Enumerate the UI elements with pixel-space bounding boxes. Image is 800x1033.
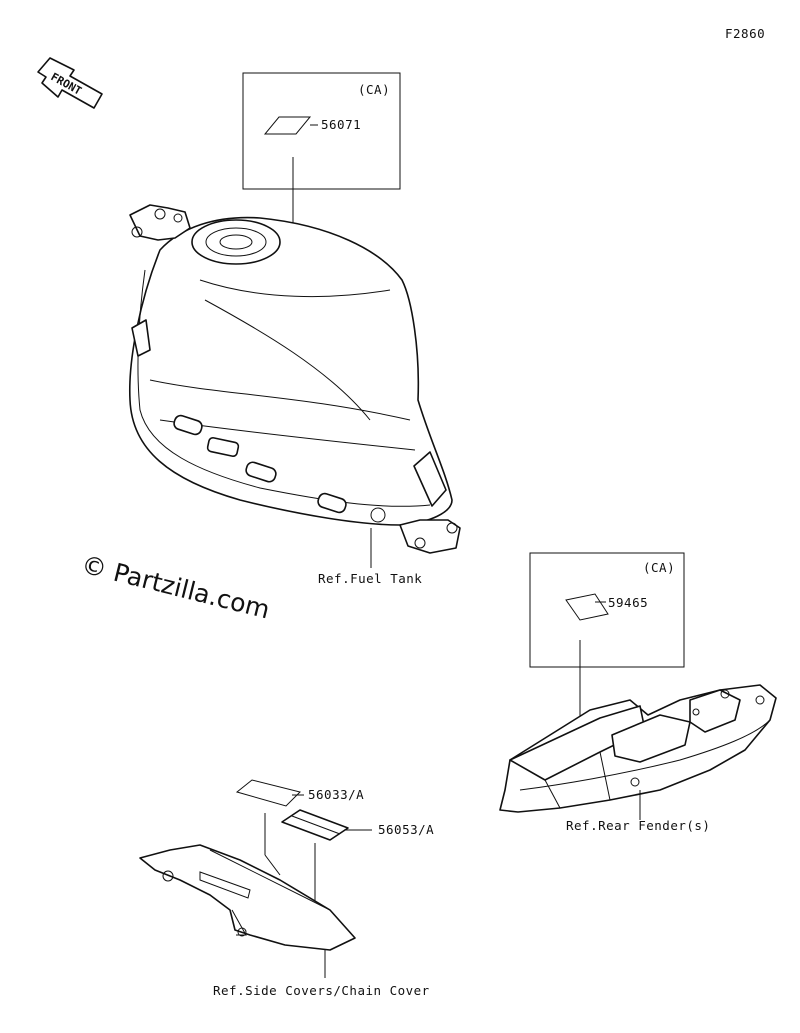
part-number-59465: 59465	[608, 595, 648, 610]
ref-fuel-tank: Ref.Fuel Tank	[318, 571, 422, 586]
part-number-56033: 56033/A	[308, 787, 364, 802]
ref-chain-cover: Ref.Side Covers/Chain Cover	[213, 983, 430, 998]
callout-tag-fuel-tank: (CA)	[358, 82, 390, 97]
callout-tag-rear-fender: (CA)	[643, 560, 675, 575]
figure-id: F2860	[725, 26, 765, 41]
front-arrow-icon: FRONT	[37, 57, 103, 109]
label-56071-icon	[263, 116, 312, 135]
part-number-56053: 56053/A	[378, 822, 434, 837]
callout-box-fuel-tank	[242, 72, 401, 190]
chain-cover-group: 56033/A 56053/A Ref.Side Covers/Chain Co…	[139, 779, 434, 998]
callout-box-rear-fender	[529, 552, 685, 668]
chain-cover-drawing	[139, 844, 356, 951]
fuel-tank-drawing	[128, 204, 461, 554]
watermark: © Partzilla.com	[79, 550, 273, 625]
fuel-tank-group: (CA) 56071	[128, 72, 461, 586]
ref-rear-fender: Ref.Rear Fender(s)	[566, 818, 710, 833]
part-number-56071: 56071	[321, 117, 361, 132]
label-59465-icon	[565, 593, 609, 621]
rear-fender-group: (CA) 59465 Ref.Rear Fender(s)	[499, 552, 777, 833]
label-56033-icon	[235, 779, 301, 807]
rear-fender-drawing	[499, 684, 777, 813]
